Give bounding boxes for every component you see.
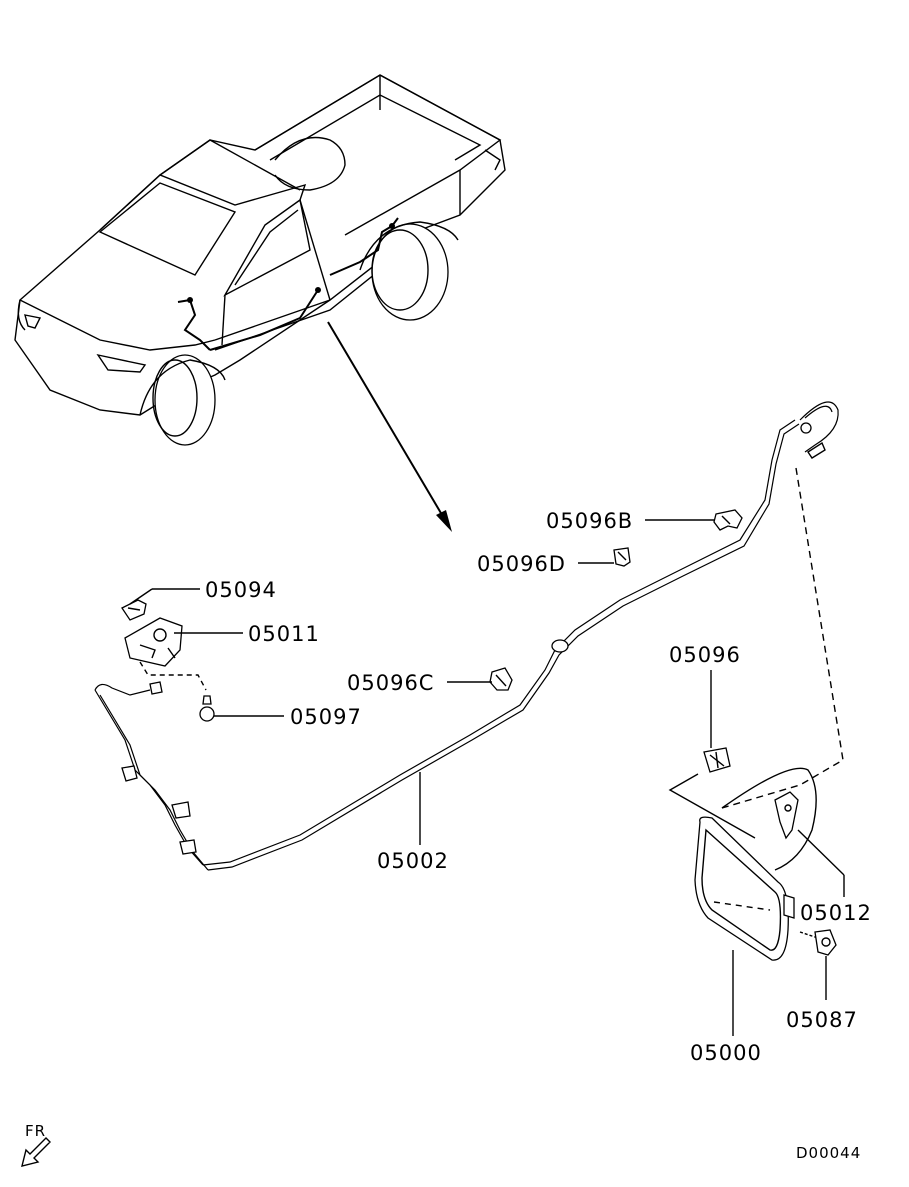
label-05087: 05087 — [786, 1008, 858, 1032]
label-05096B: 05096B — [546, 509, 633, 533]
label-05096D: 05096D — [477, 552, 566, 576]
leader-lines — [129, 519, 845, 1036]
detail-arrow — [327, 321, 452, 532]
fuel-lid-05000 — [694, 816, 795, 961]
fr-label: FR — [25, 1122, 46, 1140]
label-05097: 05097 — [290, 705, 362, 729]
label-05002: 05002 — [377, 849, 449, 873]
lock-05011 — [124, 617, 183, 667]
clip-05096D — [613, 547, 631, 567]
spring-05012 — [774, 791, 799, 840]
label-05096C: 05096C — [347, 671, 434, 695]
label-05096: 05096 — [669, 643, 741, 667]
label-05011: 05011 — [248, 622, 320, 646]
label-05012: 05012 — [800, 901, 872, 925]
release-cable-assembly — [94, 401, 839, 871]
clip-05097 — [199, 695, 215, 722]
pickup-truck-illustration — [14, 74, 506, 446]
clip-05096 — [703, 747, 731, 773]
screw-05087 — [799, 929, 837, 956]
front-direction-indicator: FR — [21, 1122, 51, 1167]
diagram-code: D00044 — [796, 1144, 861, 1162]
clip-05096C — [489, 667, 513, 691]
label-05094: 05094 — [205, 578, 277, 602]
label-05000: 05000 — [690, 1041, 762, 1065]
bracket-05094 — [121, 599, 147, 621]
front-arrow-icon — [21, 1137, 51, 1167]
clip-05096B — [713, 509, 743, 531]
